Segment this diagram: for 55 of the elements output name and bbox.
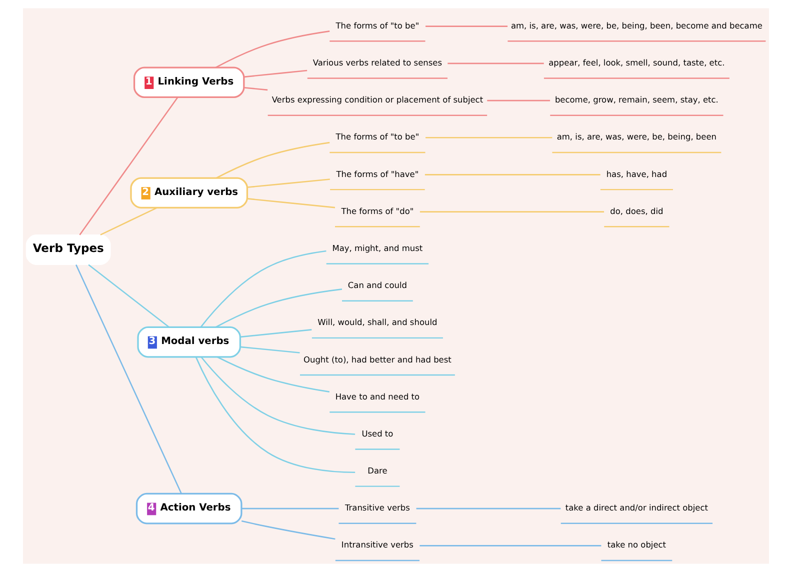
node-text: am, is, are, was, were, be, being, been, become and became — [510, 20, 762, 30]
connector — [240, 346, 300, 354]
node-text: has, have, had — [606, 168, 668, 179]
node-text: Ought (to), had better and had best — [304, 354, 452, 364]
connector — [217, 356, 330, 392]
connector — [247, 178, 330, 188]
node-text: May, might, and must — [332, 242, 423, 253]
connector — [426, 26, 508, 27]
connector — [216, 288, 342, 328]
connector — [75, 264, 182, 494]
node-box: 1 Linking Verbs — [133, 66, 245, 98]
connector — [420, 545, 602, 546]
connector — [241, 520, 336, 540]
node-box: 2 Auxiliary verbs — [130, 177, 248, 209]
node-box: 4 Action Verbs — [136, 492, 242, 524]
node-text: take a direct and/or indirect object — [565, 502, 708, 513]
connector — [79, 97, 178, 236]
node-text: The forms of "do" — [341, 206, 414, 216]
node-text: Used to — [362, 428, 394, 438]
node-box: 3 Modal verbs — [137, 326, 242, 358]
node-box: Verb Types — [26, 234, 111, 265]
connector — [420, 211, 604, 212]
connector — [244, 86, 268, 91]
node-text: Various verbs related to senses — [312, 57, 442, 68]
node-text: do, does, did — [610, 206, 664, 216]
connector — [242, 508, 339, 510]
node-text: The forms of "to be" — [336, 20, 420, 30]
connector — [100, 207, 158, 236]
node-text: am, is, are, was, were, be, being, been — [556, 132, 717, 142]
connector — [216, 142, 330, 178]
node-text: The forms of "to be" — [336, 132, 420, 142]
node-text: Can and could — [348, 280, 407, 290]
node-text: Have to and need to — [335, 391, 420, 402]
node-text: Dare — [368, 466, 388, 476]
node-text: take no object — [607, 540, 666, 550]
connector — [240, 329, 312, 338]
connector — [244, 70, 308, 78]
node-text: Transitive verbs — [344, 502, 410, 513]
connector — [247, 198, 336, 208]
node-text: Will, would, shall, and should — [318, 317, 438, 328]
connector — [200, 356, 356, 435]
connector — [448, 62, 544, 64]
node-text: Verbs expressing condition or placement of subject — [272, 94, 484, 105]
node-text: become, grow, remain, seem, stay, etc. — [554, 94, 718, 105]
node-text: appear, feel, look, smell, sound, taste, etc. — [548, 57, 725, 68]
connector — [416, 508, 561, 510]
connector — [487, 100, 550, 102]
connector — [426, 136, 552, 138]
node-text: Intransitive verbs — [341, 540, 414, 550]
connector — [195, 356, 356, 474]
connector — [200, 250, 326, 328]
connector — [88, 264, 170, 328]
connector — [424, 174, 600, 176]
node-text: The forms of "have" — [336, 168, 419, 179]
connector — [216, 30, 330, 68]
